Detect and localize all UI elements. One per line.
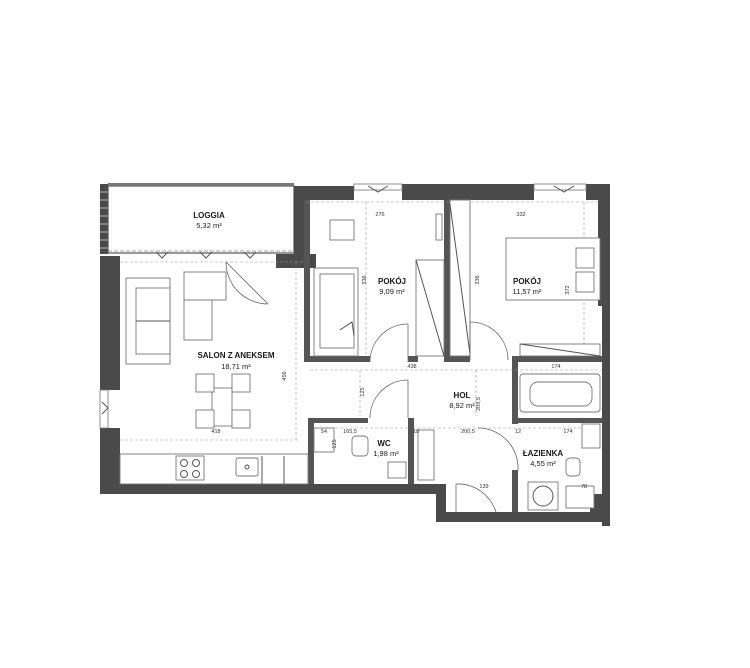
room-area: 4,55 m² <box>530 459 556 468</box>
dimension-label: 209,5 <box>476 397 482 411</box>
bathroom-furniture <box>313 373 601 513</box>
stove <box>175 455 205 481</box>
dimension-label: 12 <box>515 429 521 435</box>
dimension-label: 54 <box>321 429 327 435</box>
room-area: 1,98 m² <box>373 449 399 458</box>
dimension-label: 174 <box>551 364 560 370</box>
dimension-label: 332 <box>516 212 525 218</box>
loggia-left-wall <box>100 184 108 254</box>
room-area: 11,57 m² <box>512 287 542 296</box>
loggia-top-rail <box>108 183 294 186</box>
outer-walls <box>100 184 610 526</box>
coffee-table <box>183 299 213 341</box>
dimension-labels: 276 332 336 336 372 438 174 456 125 418 … <box>211 212 587 490</box>
room-name: WC <box>377 439 391 448</box>
room-name: LOGGIA <box>193 211 225 220</box>
room1-furniture <box>313 213 445 363</box>
dimension-label: 438 <box>407 364 416 370</box>
dimension-label: 125 <box>360 387 366 396</box>
bath-toilet <box>565 457 581 477</box>
room-area: 8,92 m² <box>449 401 475 410</box>
loggia-wall-hatch <box>100 191 108 249</box>
kitchen-sink <box>235 457 259 477</box>
dimension-label: 200,5 <box>461 429 475 435</box>
dimension-label: 418 <box>211 429 220 435</box>
salon-furniture <box>119 261 309 485</box>
wc-toilet <box>351 435 369 457</box>
dimension-label: 336 <box>362 275 368 284</box>
dimension-label: 125 <box>332 439 338 448</box>
room-area: 5,32 m² <box>196 221 222 230</box>
entry-door <box>455 483 497 513</box>
dimension-label: 276 <box>375 212 384 218</box>
room-name: SALON Z ANEKSEM <box>197 351 274 360</box>
dimension-label: 174 <box>563 429 572 435</box>
dimension-label: 456 <box>282 371 288 380</box>
room-labels: LOGGIA 5,32 m² SALON Z ANEKSEM 18,71 m² … <box>193 211 563 468</box>
dimension-label: 18 <box>413 429 419 435</box>
dimension-label: 165,5 <box>343 429 357 435</box>
room-area: 18,71 m² <box>221 362 251 371</box>
room-name: POKÓJ <box>378 277 406 286</box>
dimension-label: 372 <box>565 285 571 294</box>
interior-walls <box>304 200 602 512</box>
kitchen-counter <box>119 453 309 485</box>
room-name: HOL <box>454 391 471 400</box>
dining-table <box>211 387 233 427</box>
dimension-label: 139 <box>479 484 488 490</box>
room-area: 9,09 m² <box>379 287 405 296</box>
dimension-label: 336 <box>475 275 481 284</box>
dimension-label: 78 <box>581 484 587 490</box>
windows <box>99 183 587 429</box>
room-name: POKÓJ <box>513 277 541 286</box>
room2-furniture <box>449 199 601 361</box>
room-name: ŁAZIENKA <box>523 449 564 458</box>
